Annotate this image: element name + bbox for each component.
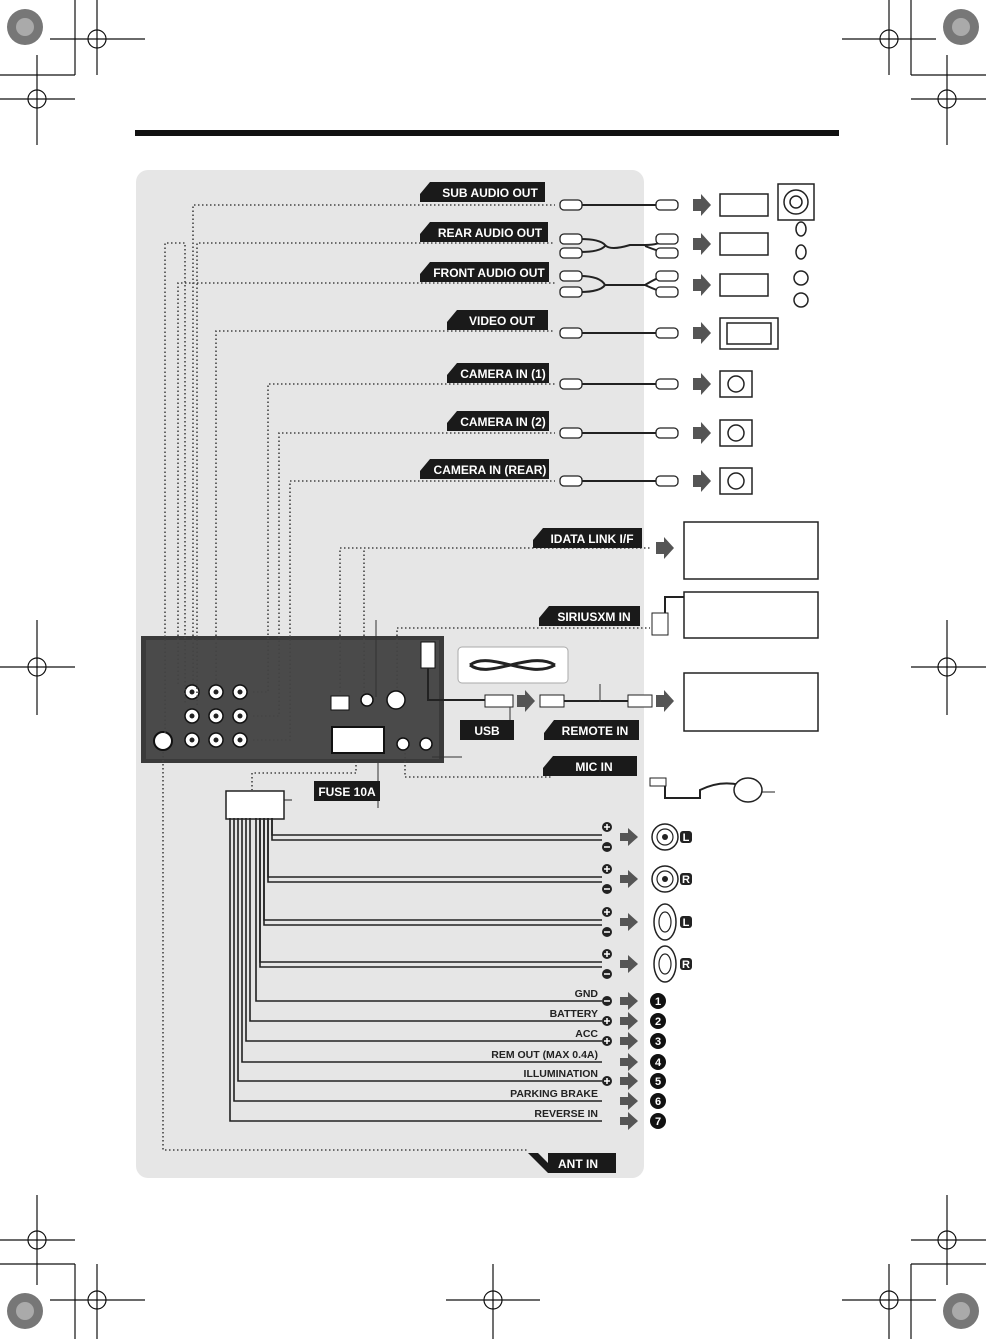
- label-sub-audio-out: SUB AUDIO OUT: [442, 186, 538, 200]
- svg-text:6: 6: [655, 1096, 661, 1108]
- wire-label: REM OUT (MAX 0.4A): [491, 1049, 598, 1061]
- minus-sign: [602, 969, 612, 979]
- label-ant-in: ANT IN: [558, 1157, 598, 1171]
- minus-sign: [602, 884, 612, 894]
- mic: [650, 778, 775, 802]
- svg-text:1: 1: [655, 996, 661, 1008]
- wire-label: REVERSE IN: [534, 1108, 598, 1120]
- minus-sign: [602, 927, 612, 937]
- svg-text:2: 2: [655, 1016, 661, 1028]
- wire-label: PARKING BRAKE: [510, 1088, 598, 1100]
- side-badge: L: [680, 831, 692, 844]
- wire-number-badge: 7: [650, 1113, 666, 1129]
- side-badge: R: [680, 873, 692, 886]
- label-video-out: VIDEO OUT: [469, 314, 536, 328]
- minus-sign: [602, 842, 612, 852]
- label-usb: USB: [474, 724, 500, 738]
- head-unit-rear: [141, 636, 444, 763]
- wire-label: BATTERY: [550, 1008, 598, 1020]
- wire-number-badge: 3: [650, 1033, 666, 1049]
- svg-text:5: 5: [655, 1076, 661, 1088]
- side-badge: L: [680, 916, 692, 929]
- label-camera-in-rear: CAMERA IN (REAR): [434, 463, 547, 477]
- devices: [684, 184, 818, 731]
- label-rear-audio-out: REAR AUDIO OUT: [438, 226, 543, 240]
- plus-sign: [602, 864, 612, 874]
- label-front-audio-out: FRONT AUDIO OUT: [433, 266, 545, 280]
- svg-text:R: R: [682, 874, 690, 886]
- svg-text:3: 3: [655, 1036, 661, 1048]
- speaker-icon: [654, 904, 676, 940]
- speaker-icon: [652, 866, 678, 892]
- label-fuse: FUSE 10A: [318, 785, 376, 799]
- svg-text:R: R: [682, 959, 690, 971]
- minus-sign: [602, 996, 612, 1006]
- side-badge: R: [680, 958, 692, 971]
- wire-label: GND: [575, 988, 599, 1000]
- svg-text:L: L: [683, 917, 690, 929]
- svg-text:L: L: [683, 832, 690, 844]
- label-mic-in: MIC IN: [575, 760, 612, 774]
- label-siriusxm-in: SIRIUSXM IN: [557, 610, 630, 624]
- plus-sign: [602, 1076, 612, 1086]
- plus-sign: [602, 822, 612, 832]
- plus-sign: [602, 1036, 612, 1046]
- plus-sign: [602, 1016, 612, 1026]
- plus-sign: [602, 907, 612, 917]
- header-rule: [135, 130, 839, 136]
- plus-sign: [602, 949, 612, 959]
- wire-number-badge: 5: [650, 1073, 666, 1089]
- wire-number-badge: 4: [650, 1054, 666, 1070]
- svg-text:7: 7: [655, 1116, 661, 1128]
- wire-number-badge: 6: [650, 1093, 666, 1109]
- wire-label: ACC: [575, 1028, 598, 1040]
- label-camera-in-1: CAMERA IN (1): [460, 367, 546, 381]
- speaker-icon: [654, 946, 676, 982]
- label-remote-in: REMOTE IN: [562, 724, 629, 738]
- label-idata-link: IDATA LINK I/F: [550, 532, 633, 546]
- label-camera-in-2: CAMERA IN (2): [460, 415, 546, 429]
- svg-text:4: 4: [655, 1057, 662, 1069]
- wire-number-badge: 1: [650, 993, 666, 1009]
- wire-number-badge: 2: [650, 1013, 666, 1029]
- speaker-icon: [652, 824, 678, 850]
- wire-label: ILLUMINATION: [524, 1068, 598, 1080]
- siriusxm-plug: [652, 597, 684, 635]
